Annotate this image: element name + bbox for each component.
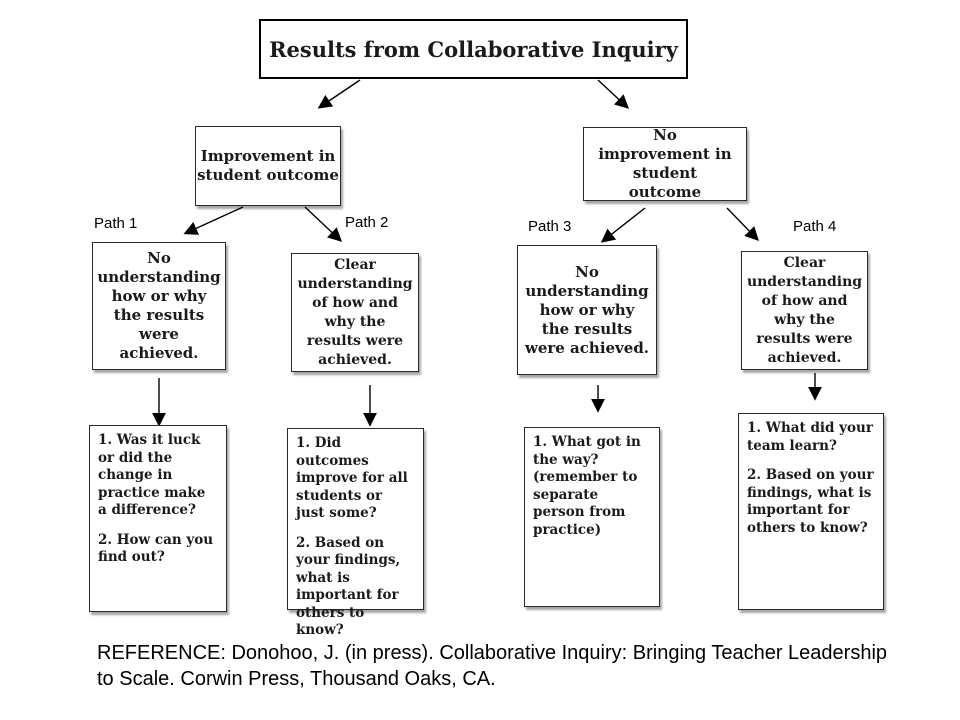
path-label-2: Path 2 (345, 214, 389, 231)
no-improvement-label: No improvement in student outcome (598, 126, 732, 201)
title-box: Results from Collaborative Inquiry (259, 19, 688, 79)
understanding-box-3: No understanding how or why the results … (517, 245, 657, 375)
understanding-text-3: No understanding how or why the results … (524, 262, 650, 357)
arrow-path3 (600, 207, 646, 243)
questions-box-3: 1. What got in the way? (remember to sep… (524, 427, 660, 607)
understanding-text-4: Clear understanding of how and why the r… (746, 254, 863, 366)
path-label-4: Path 4 (793, 218, 837, 235)
question-1-2: 2. How can you find out? (98, 531, 214, 566)
question-4-2: 2. Based on your findings, what is impor… (747, 467, 874, 536)
question-2-1: 1. Did outcomes improve for all students… (296, 435, 408, 521)
path-label-1: Path 1 (94, 215, 138, 232)
questions-box-1: 1. Was it luck or did the change in prac… (89, 425, 227, 612)
questions-box-2: 1. Did outcomes improve for all students… (287, 428, 424, 638)
question-1-1: 1. Was it luck or did the change in prac… (98, 432, 206, 518)
understanding-box-1: No understanding how or why the results … (92, 242, 226, 370)
path-label-3: Path 3 (528, 218, 572, 235)
arrow-path4 (726, 207, 759, 242)
question-4-1: 1. What did your team learn? (747, 420, 873, 454)
understanding-box-2: Clear understanding of how and why the r… (291, 253, 419, 372)
arrow-title-to-improvement (317, 79, 361, 109)
improvement-label: Improvement in student outcome (197, 147, 339, 184)
understanding-text-2: Clear understanding of how and why the r… (297, 256, 413, 368)
reference-text: REFERENCE: Donohoo, J. (in press). Colla… (97, 642, 888, 690)
arrow-path2 (304, 206, 343, 242)
questions-box-4: 1. What did your team learn? 2. Based on… (738, 413, 884, 610)
diagram-title: Results from Collaborative Inquiry (269, 36, 678, 62)
question-3-1: 1. What got in the way? (remember to sep… (533, 434, 641, 538)
arrow-title-to-no-improvement (597, 79, 630, 109)
no-improvement-box: No improvement in student outcome (583, 126, 747, 201)
improvement-box: Improvement in student outcome (195, 126, 341, 206)
arrow-path1 (183, 206, 244, 235)
question-2-2: 2. Based on your findings, what is impor… (296, 534, 401, 639)
understanding-text-1: No understanding how or why the results … (97, 249, 221, 362)
understanding-box-4: Clear understanding of how and why the r… (741, 251, 868, 370)
